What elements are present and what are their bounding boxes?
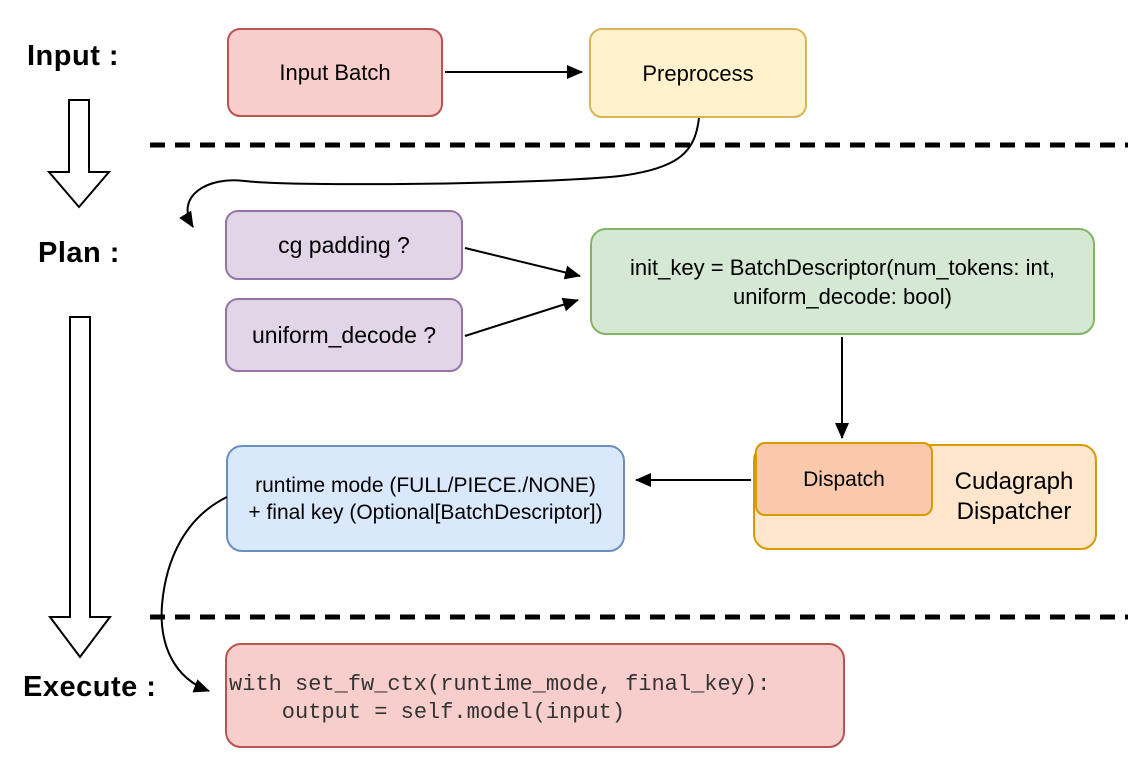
node-runtime-mode: runtime mode (FULL/PIECE./NONE) + final … xyxy=(226,445,625,552)
stage-arrow-plan-to-execute xyxy=(48,316,112,659)
execute-code-line2: output = self.model(input) xyxy=(229,699,626,725)
node-init-key-line1: init_key = BatchDescriptor(num_tokens: i… xyxy=(630,254,1055,280)
stage-arrow-input-to-plan xyxy=(46,99,112,209)
node-preprocess: Preprocess xyxy=(589,28,807,118)
node-uniform-decode-label: uniform_decode ? xyxy=(251,321,437,348)
node-dispatch-label: Dispatch xyxy=(803,467,885,491)
stage-label-plan: Plan : xyxy=(38,237,120,269)
stage-label-execute: Execute : xyxy=(23,671,157,703)
node-runtime-mode-line1: runtime mode (FULL/PIECE./NONE) xyxy=(255,473,596,497)
node-cudagraph-dispatcher-line1: Cudagraph xyxy=(954,468,1074,495)
stage-label-input: Input : xyxy=(27,40,120,72)
node-input-batch: Input Batch xyxy=(227,28,443,117)
node-cg-padding: cg padding ? xyxy=(225,210,463,280)
node-uniform-decode: uniform_decode ? xyxy=(225,298,463,372)
node-init-key: init_key = BatchDescriptor(num_tokens: i… xyxy=(590,228,1095,335)
execute-code-line1: with set_fw_ctx(runtime_mode, final_key)… xyxy=(229,671,771,697)
arrow-runtime-mode-to-execute-code xyxy=(160,496,228,693)
node-cudagraph-dispatcher-label: Cudagraph Dispatcher xyxy=(937,446,1091,548)
node-runtime-mode-line2: + final key (Optional[BatchDescriptor]) xyxy=(248,500,603,524)
node-dispatch: Dispatch xyxy=(755,442,933,516)
node-execute-code: with set_fw_ctx(runtime_mode, final_key)… xyxy=(225,643,845,748)
node-init-key-line2: uniform_decode: bool) xyxy=(733,283,952,309)
node-cg-padding-label: cg padding ? xyxy=(278,231,410,258)
node-preprocess-label: Preprocess xyxy=(642,60,754,86)
node-input-batch-label: Input Batch xyxy=(279,60,391,85)
arrow-cg-padding-to-init-key xyxy=(464,247,581,280)
node-cudagraph-dispatcher-line2: Dispatcher xyxy=(956,498,1072,525)
arrow-uniform-decode-to-init-key xyxy=(464,297,579,337)
